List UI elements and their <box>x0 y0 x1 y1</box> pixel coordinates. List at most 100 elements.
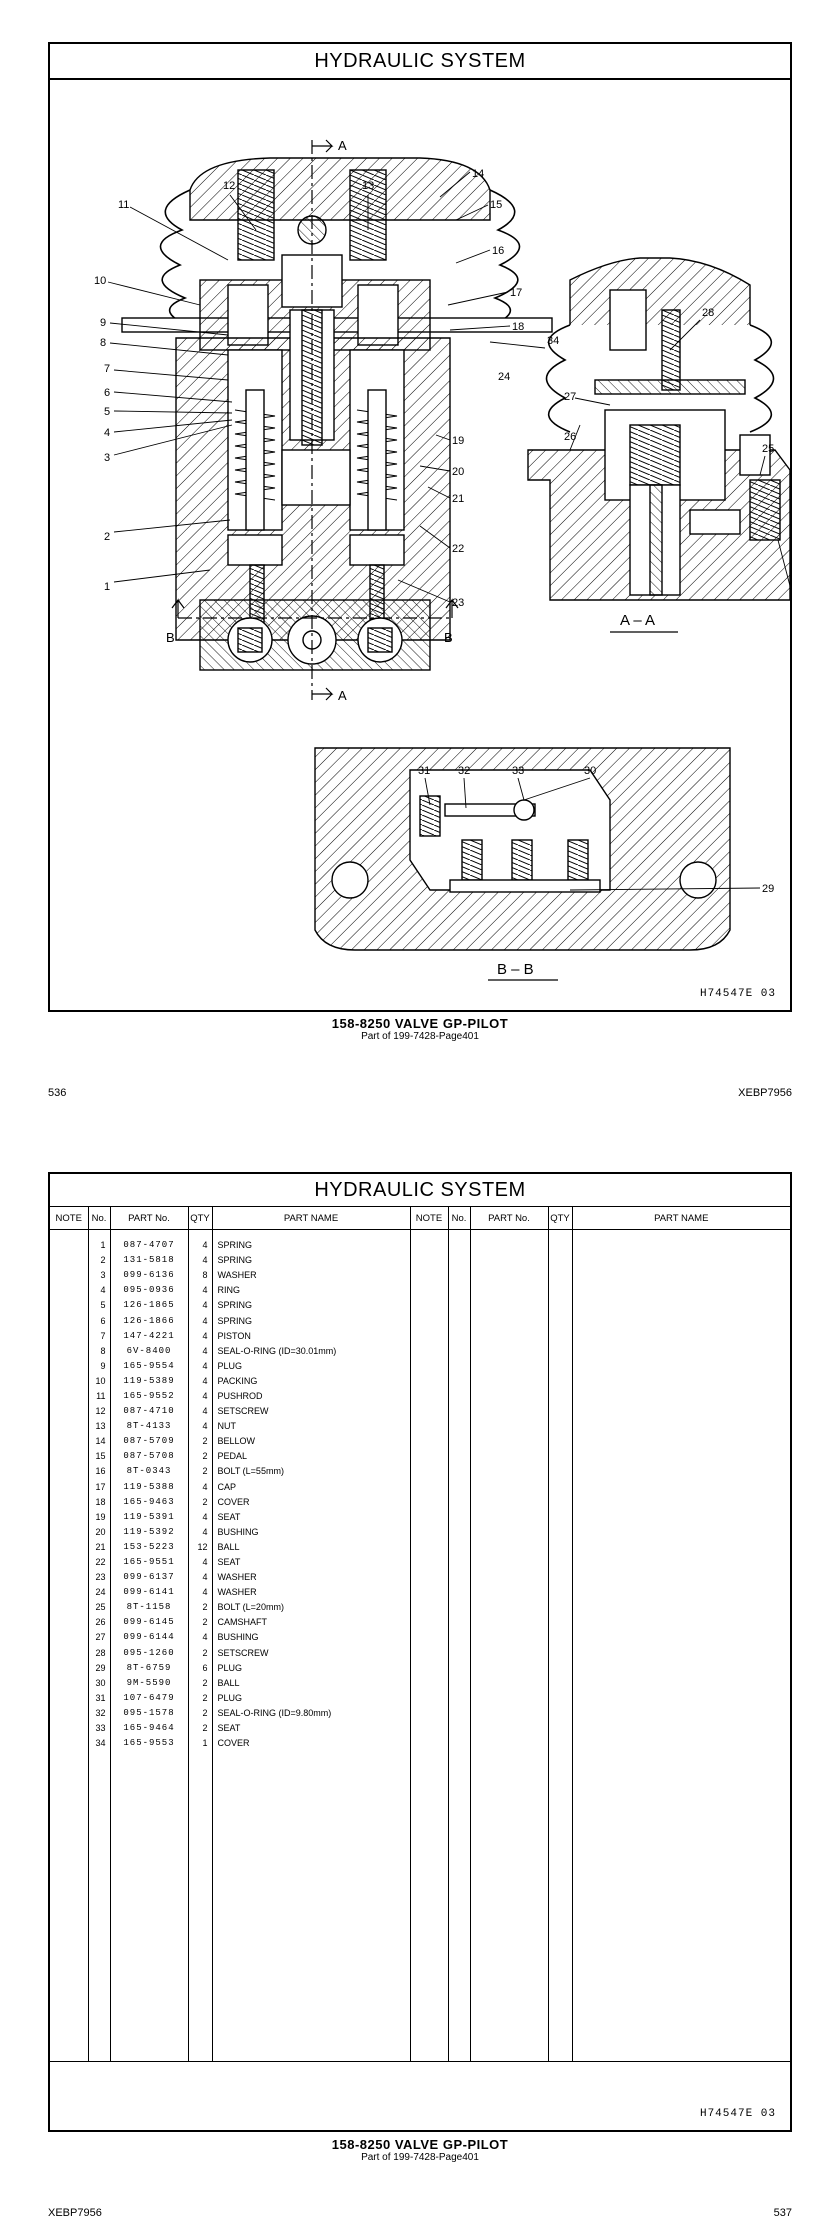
quantity-cell: 4 <box>187 1404 212 1420</box>
empty-cell <box>409 1509 448 1525</box>
empty-cell <box>447 1238 470 1254</box>
empty-cell <box>211 1751 410 2061</box>
figure-caption: 158-8250 VALVE GP-PILOT Part of 199-7428… <box>0 1016 840 1042</box>
empty-cell <box>469 1313 548 1329</box>
note-cell <box>50 1495 88 1510</box>
empty-cell <box>571 1736 790 1752</box>
parts-table-wrapper: NOTE No. PART No. QTY PART NAME NOTE No.… <box>50 1207 790 2062</box>
part-name-cell: SEAT <box>211 1554 410 1571</box>
item-number-cell: 25 <box>87 1600 110 1616</box>
table-header-row: NOTE No. PART No. QTY PART NAME NOTE No.… <box>50 1207 790 1230</box>
empty-cell <box>547 1419 572 1435</box>
empty-cell <box>547 1585 572 1601</box>
empty-cell <box>469 1298 548 1314</box>
item-number-cell: 30 <box>87 1675 110 1691</box>
empty-cell <box>469 1690 548 1706</box>
empty-cell <box>547 1229 572 1238</box>
empty-cell <box>409 1388 448 1405</box>
item-number-cell: 10 <box>87 1373 110 1389</box>
note-cell <box>50 1630 88 1645</box>
empty-cell <box>571 1675 790 1691</box>
callout-1: 1 <box>104 581 110 593</box>
empty-cell <box>547 1645 572 1661</box>
empty-cell <box>469 1229 548 1238</box>
empty-cell <box>469 1328 548 1344</box>
part-number-cell: 087-4707 <box>109 1238 188 1254</box>
part-name-cell: SEAL-O-RING (ID=30.01mm) <box>211 1343 410 1359</box>
empty-cell <box>469 1388 548 1405</box>
empty-cell <box>409 1630 448 1646</box>
empty-cell <box>409 1238 448 1254</box>
note-cell <box>50 1676 88 1691</box>
figure-code: H74547E 03 <box>699 988 776 1000</box>
empty-cell <box>571 1690 790 1706</box>
empty-cell <box>409 1419 448 1435</box>
part-number-cell: 9M-5590 <box>109 1675 188 1691</box>
empty-cell <box>469 1524 548 1540</box>
quantity-cell: 2 <box>187 1721 212 1737</box>
empty-cell <box>547 1630 572 1646</box>
quantity-cell: 4 <box>187 1630 212 1646</box>
empty-cell <box>469 1358 548 1374</box>
page-title: HYDRAULIC SYSTEM <box>50 44 790 80</box>
empty-cell <box>447 1705 470 1721</box>
quantity-cell: 4 <box>187 1524 212 1540</box>
empty-cell <box>571 1554 790 1571</box>
empty-cell <box>547 1554 572 1571</box>
empty-cell <box>547 1705 572 1721</box>
quantity-cell: 4 <box>187 1313 212 1329</box>
callout-3: 3 <box>104 452 110 464</box>
empty-cell <box>409 1721 448 1737</box>
empty-cell <box>50 1230 88 1239</box>
parts-figure-code: H74547E 03 <box>699 2108 776 2120</box>
empty-cell <box>409 1479 448 1495</box>
main-section-view <box>121 157 553 671</box>
empty-cell <box>87 1229 110 1238</box>
quantity-cell: 2 <box>187 1675 212 1691</box>
part-name-cell: BOLT (L=20mm) <box>211 1600 410 1616</box>
note-cell <box>50 1329 88 1344</box>
empty-cell <box>409 1675 448 1691</box>
part-number-cell: 087-4710 <box>109 1404 188 1420</box>
empty-cell <box>469 1675 548 1691</box>
book-code-537: XEBP7956 <box>48 2207 102 2219</box>
empty-cell <box>447 1570 470 1586</box>
callout-29b: 29 <box>762 883 774 895</box>
empty-cell <box>409 1524 448 1540</box>
note-cell <box>50 1570 88 1585</box>
empty-cell <box>409 1660 448 1676</box>
quantity-cell: 2 <box>187 1645 212 1661</box>
empty-cell <box>469 1736 548 1752</box>
empty-cell <box>571 1705 790 1721</box>
empty-cell <box>547 1404 572 1420</box>
empty-cell <box>571 1298 790 1314</box>
empty-cell <box>447 1298 470 1314</box>
empty-cell <box>571 1464 790 1480</box>
part-name-cell: WASHER <box>211 1585 410 1601</box>
empty-cell <box>547 1238 572 1254</box>
empty-cell <box>571 1373 790 1389</box>
part-number-cell: 165-9553 <box>109 1736 188 1752</box>
drawing-page-frame: HYDRAULIC SYSTEM <box>48 42 792 1012</box>
caption-title: 158-8250 VALVE GP-PILOT <box>331 1016 509 1031</box>
item-number-cell: 29 <box>87 1660 110 1676</box>
part-name-cell: SETSCREW <box>211 1645 410 1661</box>
empty-cell <box>547 1509 572 1525</box>
empty-cell <box>469 1404 548 1420</box>
callout-30: 30 <box>584 765 596 777</box>
item-number-cell: 31 <box>87 1690 110 1706</box>
empty-cell <box>547 1328 572 1344</box>
empty-cell <box>469 1721 548 1737</box>
empty-cell <box>447 1373 470 1389</box>
callout-23: 23 <box>452 597 464 609</box>
note-cell <box>50 1464 88 1479</box>
col-header-qty: QTY <box>187 1207 212 1230</box>
section-b-b-view <box>314 747 731 951</box>
